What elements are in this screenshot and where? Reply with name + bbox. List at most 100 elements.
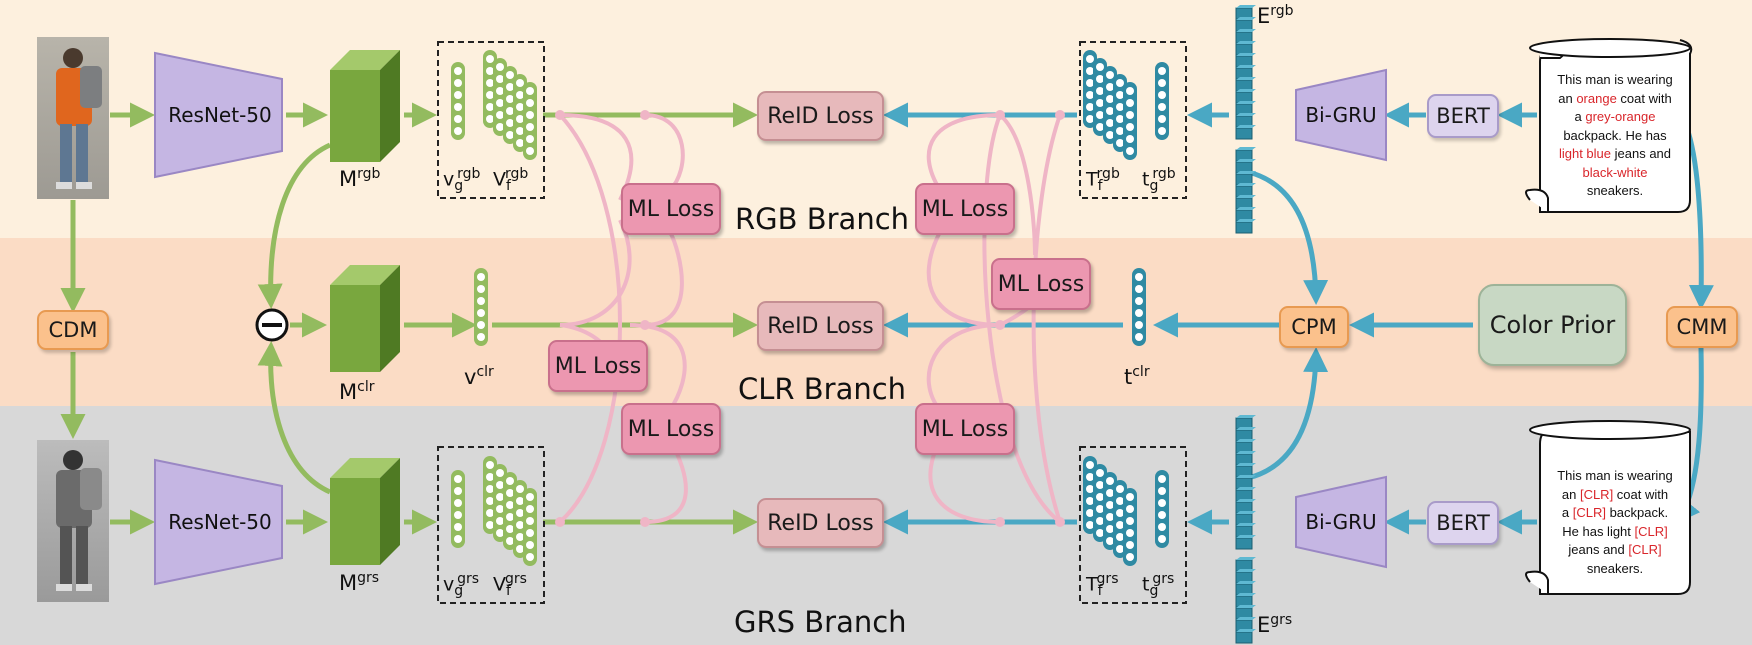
minus-circle-icon [255, 308, 289, 342]
tf-rgb-stack [1123, 82, 1137, 160]
reid-loss-clr: ReID Loss [757, 301, 884, 351]
visual-features-rgb-box [437, 41, 545, 199]
e-rgb-upper [1235, 5, 1256, 140]
bert-grs-box: BERT [1427, 501, 1499, 545]
caption-text: an [1561, 486, 1580, 502]
resnet-grs-trapezoid [154, 458, 283, 586]
vg-grs-vector [451, 470, 465, 548]
e-rgb-lower [1235, 147, 1256, 234]
bigru-grs-trapezoid [1295, 475, 1387, 569]
caption-line: a grey-orange [1543, 108, 1687, 127]
bigru-rgb-label: Bi-GRU [1305, 103, 1377, 127]
cpm-box: CPM [1279, 306, 1349, 348]
e-grs-upper [1235, 415, 1256, 550]
grs-person-photo [37, 440, 109, 602]
caption-text: coat with [1613, 486, 1669, 502]
resnet-rgb-trapezoid [154, 51, 283, 179]
caption-line: This man is wearing [1543, 467, 1687, 486]
caption-line: sneakers. [1543, 182, 1687, 201]
vf-grs-stack [523, 488, 537, 566]
visual-feature-vectors [451, 50, 537, 566]
reid-loss-rgb: ReID Loss [757, 91, 884, 141]
ml-loss-left-bot: ML Loss [621, 403, 721, 455]
caption-line: This man is wearing [1543, 71, 1687, 90]
caption-highlight: grey-orange [1585, 109, 1656, 124]
caption-highlight: orange [1576, 90, 1617, 106]
cube-m-rgb [330, 50, 400, 162]
grs-branch-title: GRS Branch [734, 605, 907, 639]
label-vf-grs: Vfgrs [493, 571, 527, 600]
label-vg-grs: vggrs [443, 571, 480, 600]
caption-text: jeans and [1568, 542, 1629, 557]
caption-line: sneakers. [1543, 560, 1687, 579]
caption-line: a [CLR] backpack. [1543, 504, 1687, 523]
label-tg-grs: tggrs [1142, 571, 1175, 600]
ml-loss-left-mid: ML Loss [548, 340, 648, 392]
tg-rgb-vector [1155, 62, 1169, 140]
label-m-rgb: Mrgb [339, 166, 381, 191]
tf-grs-stack [1123, 488, 1137, 566]
ml-loss-right-bot: ML Loss [915, 403, 1015, 455]
caption-line: an orange coat with [1543, 90, 1687, 109]
label-vf-rgb: Vfrgb [493, 166, 529, 195]
caption-highlight: black-white [1582, 164, 1648, 180]
label-e-rgb: Ergb [1257, 3, 1294, 28]
label-e-grs: Egrs [1257, 612, 1293, 637]
cmm-box: CMM [1666, 306, 1738, 348]
ml-loss-right-top: ML Loss [915, 183, 1015, 235]
label-tf-grs: Tfgrs [1086, 571, 1119, 600]
caption-line: backpack. He has [1543, 127, 1687, 146]
caption-line: He has light [CLR] [1543, 523, 1687, 542]
caption-text: This man is wearing [1557, 468, 1673, 483]
resnet-rgb-label: ResNet-50 [168, 103, 272, 127]
label-vg-rgb: vgrgb [443, 166, 481, 195]
cube-m-grs [330, 458, 400, 565]
label-tf-rgb: Tfrgb [1086, 166, 1120, 195]
caption-text: sneakers. [1586, 560, 1644, 576]
caption-highlight: [CLR] [1628, 542, 1662, 557]
label-v-clr: vclr [464, 364, 494, 389]
ml-link-nodes [555, 110, 1065, 527]
bigru-rgb-trapezoid [1295, 68, 1387, 162]
ml-links [558, 113, 1062, 524]
caption-highlight: [CLR] [1634, 523, 1668, 539]
clr-branch-title: CLR Branch [738, 372, 907, 406]
caption-text: an [1558, 90, 1577, 106]
caption-highlight: [CLR] [1579, 486, 1614, 502]
caption-line: light blue jeans and [1543, 145, 1687, 164]
scroll-grs [1525, 420, 1691, 595]
bert-rgb-box: BERT [1427, 94, 1499, 138]
v-clr-vector [474, 268, 488, 346]
caption-highlight: [CLR] [1572, 505, 1606, 520]
caption-text: sneakers. [1586, 183, 1644, 198]
text-features-rgb-box [1079, 41, 1187, 199]
label-tg-rgb: tgrgb [1142, 166, 1176, 195]
cube-m-clr [330, 265, 400, 372]
scroll-rgb [1525, 38, 1693, 213]
ml-loss-right-mid: ML Loss [991, 258, 1091, 310]
vf-rgb-stack [523, 82, 537, 160]
tg-grs-vector [1155, 470, 1169, 548]
caption-text: backpack. [1605, 505, 1669, 520]
e-grs-lower [1235, 557, 1256, 644]
caption-text: This man is wearing [1557, 72, 1673, 87]
caption-line: black-white [1543, 164, 1687, 183]
label-m-grs: Mgrs [339, 570, 380, 595]
caption-text: jeans and [1611, 146, 1672, 161]
caption-text: backpack. He has [1563, 127, 1667, 143]
visual-features-grs-box [437, 446, 545, 604]
embedding-columns [1235, 5, 1256, 644]
reid-loss-grs: ReID Loss [757, 498, 884, 548]
caption-highlight: light blue [1558, 146, 1612, 161]
ml-loss-left-top: ML Loss [621, 183, 721, 235]
caption-line: an [CLR] coat with [1543, 486, 1687, 505]
caption-text: a [1561, 505, 1573, 520]
label-m-clr: Mclr [339, 379, 375, 404]
vg-rgb-vector [451, 62, 465, 140]
bigru-grs-label: Bi-GRU [1305, 510, 1377, 534]
text-feature-vectors [1083, 50, 1169, 566]
cdm-box: CDM [37, 310, 109, 350]
